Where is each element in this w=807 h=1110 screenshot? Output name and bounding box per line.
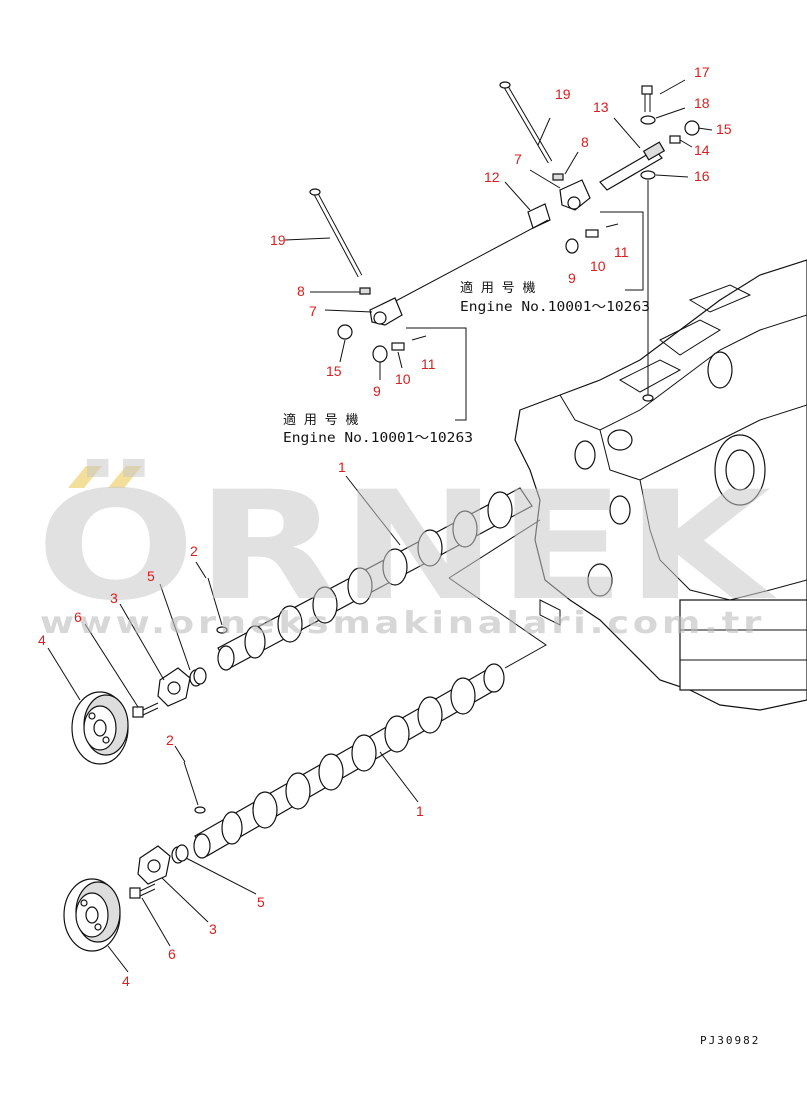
- callout-6-upper: 6: [74, 609, 82, 625]
- callout-11: 11: [614, 244, 629, 260]
- key-lower: [183, 761, 199, 806]
- callout-4-lower: 4: [122, 973, 130, 989]
- snap-ring-lower: [337, 324, 353, 340]
- callout-labels: 17 18 15 14 16 19 13 8 7 12 11 10 9 19 8…: [38, 64, 732, 989]
- callout-5-lower: 5: [257, 894, 265, 910]
- applicability-note-lower: 適 用 号 機 Engine No.10001～10263: [283, 412, 473, 446]
- watermark-url: www.orneksmakinalari.com.tr: [40, 606, 765, 641]
- callout-19-lower: 19: [270, 232, 286, 248]
- snap-ring-upper: [684, 120, 700, 136]
- washer-18: [640, 115, 656, 125]
- callout-1-upper: 1: [338, 459, 346, 475]
- thrust-plate-lower: [137, 845, 171, 885]
- callout-17: 17: [694, 64, 710, 80]
- callout-13: 13: [593, 99, 609, 115]
- callout-8-lower: 8: [297, 283, 305, 299]
- bolt-lower: [129, 883, 156, 899]
- callout-11-lower: 11: [421, 356, 436, 372]
- rocker-shaft: [599, 141, 666, 191]
- camshaft-upper: [217, 487, 533, 671]
- watermark-accent-right: [108, 466, 142, 488]
- spacer-lower: [171, 844, 189, 864]
- washer-16: [640, 170, 656, 180]
- callout-10: 10: [590, 258, 606, 274]
- note-upper-line2: Engine No.10001～10263: [460, 300, 650, 315]
- watermark: ÖRNEK www.orneksmakinalari.com.tr: [36, 458, 777, 641]
- spacer-upper: [189, 667, 207, 687]
- callout-3-lower: 3: [209, 921, 217, 937]
- callout-6-lower: 6: [168, 946, 176, 962]
- callout-2-lower: 2: [166, 732, 174, 748]
- cam-gear-lower: [63, 878, 121, 952]
- pin-14: [669, 135, 681, 144]
- note-upper-line1: 適 用 号 機: [460, 280, 535, 296]
- rocker-bolt: [641, 85, 653, 112]
- note-lower-line1: 適 用 号 機: [283, 412, 358, 428]
- callout-18: 18: [694, 95, 710, 111]
- callout-10-lower: 10: [395, 371, 411, 387]
- note-lower-line2: Engine No.10001～10263: [283, 431, 473, 446]
- callout-5-upper: 5: [147, 568, 155, 584]
- callout-12: 12: [484, 169, 500, 185]
- pushrod-lower: [309, 188, 363, 278]
- callout-7: 7: [514, 151, 522, 167]
- rocker-arm-lower: [359, 287, 427, 363]
- callout-15: 15: [716, 121, 732, 137]
- callout-14: 14: [694, 142, 710, 158]
- callout-1-lower: 1: [416, 803, 424, 819]
- pushrod-upper: [499, 81, 553, 164]
- thrust-plate-upper: [157, 667, 191, 707]
- callout-19: 19: [555, 86, 571, 102]
- callout-9-lower: 9: [373, 383, 381, 399]
- callout-9: 9: [568, 270, 576, 286]
- engine-block: [514, 259, 807, 711]
- callout-8: 8: [581, 134, 589, 150]
- camshaft-lower: [193, 663, 505, 859]
- key-upper: [207, 577, 223, 626]
- watermark-accent-left: [68, 466, 102, 488]
- callout-15-lower: 15: [326, 363, 342, 379]
- callout-7-lower: 7: [309, 303, 317, 319]
- callout-4-upper: 4: [38, 632, 46, 648]
- applicability-note-upper: 適 用 号 機 Engine No.10001～10263: [460, 280, 650, 315]
- watermark-brand: ÖRNEK: [36, 458, 777, 634]
- callout-3-upper: 3: [110, 590, 118, 606]
- callout-16: 16: [694, 168, 710, 184]
- rocker-arm-upper: [552, 173, 619, 254]
- leader-lines: [47, 79, 713, 973]
- callout-2-upper: 2: [190, 543, 198, 559]
- cam-gear-upper: [71, 691, 129, 765]
- drawing-code: PJ30982: [700, 1034, 760, 1047]
